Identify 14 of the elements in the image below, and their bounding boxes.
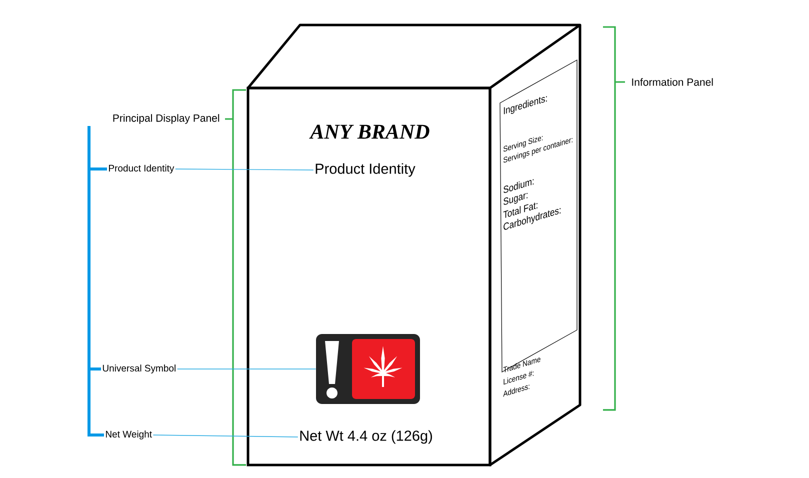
node-label: Address:: [503, 384, 530, 397]
warning-leaf-icon: [316, 334, 420, 404]
bracket-line: [88, 126, 104, 436]
leader-line: [152, 434, 298, 438]
label-text: Net Weight: [106, 430, 152, 440]
label-text: Product Identity: [109, 164, 174, 174]
node-label: License #:: [504, 370, 534, 385]
leader-line: [175, 168, 314, 170]
label-text: Universal Symbol: [102, 364, 176, 374]
label-text: Information Panel: [632, 78, 713, 86]
label-text: Principal Display Panel: [113, 114, 220, 124]
label-text: Net Wt 4.4 oz (126g): [300, 430, 432, 444]
leader-line: [176, 368, 316, 370]
label-text: Product Identity: [316, 163, 416, 177]
